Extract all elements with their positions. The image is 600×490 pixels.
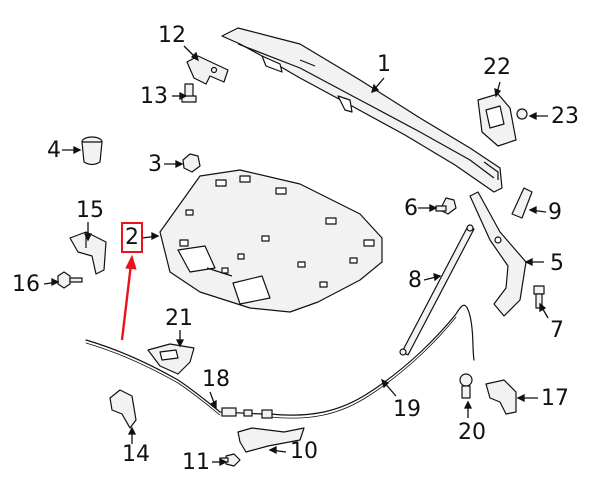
part-4-bumper-stop: [81, 136, 103, 166]
callout-7: 7: [550, 318, 564, 343]
callout-10: 10: [290, 439, 318, 464]
callout-21: 21: [165, 306, 193, 331]
part-16-bolt: [57, 271, 83, 289]
part-2-insulator-pad: [159, 169, 383, 313]
part-13-bolt: [181, 83, 197, 103]
part-21-latch-mount: [147, 343, 195, 375]
part-3-bumper: [182, 153, 201, 173]
callout-1: 1: [377, 52, 391, 77]
callout-16: 16: [12, 272, 40, 297]
callout-19: 19: [393, 397, 421, 422]
part-8-strut: [399, 224, 475, 356]
part-1-hood-panel: [221, 27, 503, 193]
part-14-bracket: [109, 389, 137, 429]
callout-3: 3: [148, 152, 162, 177]
highlight-arrow: [120, 254, 137, 341]
part-5-hinge: [469, 191, 527, 317]
callout-8: 8: [408, 268, 422, 293]
part-6-bolt: [435, 197, 457, 215]
callout-5: 5: [550, 251, 564, 276]
part-20-knob: [459, 373, 473, 399]
part-7-bolt: [533, 285, 545, 309]
part-17-handle: [485, 379, 517, 415]
callout-20: 20: [458, 420, 486, 445]
highlight-box-part-2: [121, 222, 143, 253]
callout-17: 17: [541, 386, 569, 411]
part-12-bracket: [186, 55, 229, 85]
part-22-latch: [477, 93, 517, 147]
callout-11: 11: [182, 450, 210, 475]
part-9-bracket: [511, 187, 533, 219]
callout-14: 14: [122, 442, 150, 467]
callout-22: 22: [483, 55, 511, 80]
callout-9: 9: [548, 200, 562, 225]
callout-2: 2: [125, 225, 139, 250]
callout-23: 23: [551, 104, 579, 129]
callout-4: 4: [47, 138, 61, 163]
callout-12: 12: [158, 23, 186, 48]
part-19-release-cable: [269, 304, 475, 416]
part-10-bracket: [237, 427, 305, 453]
callout-13: 13: [140, 84, 168, 109]
callout-15: 15: [76, 198, 104, 223]
callout-6: 6: [404, 196, 418, 221]
part-23-clip: [516, 108, 528, 120]
callout-18: 18: [202, 367, 230, 392]
